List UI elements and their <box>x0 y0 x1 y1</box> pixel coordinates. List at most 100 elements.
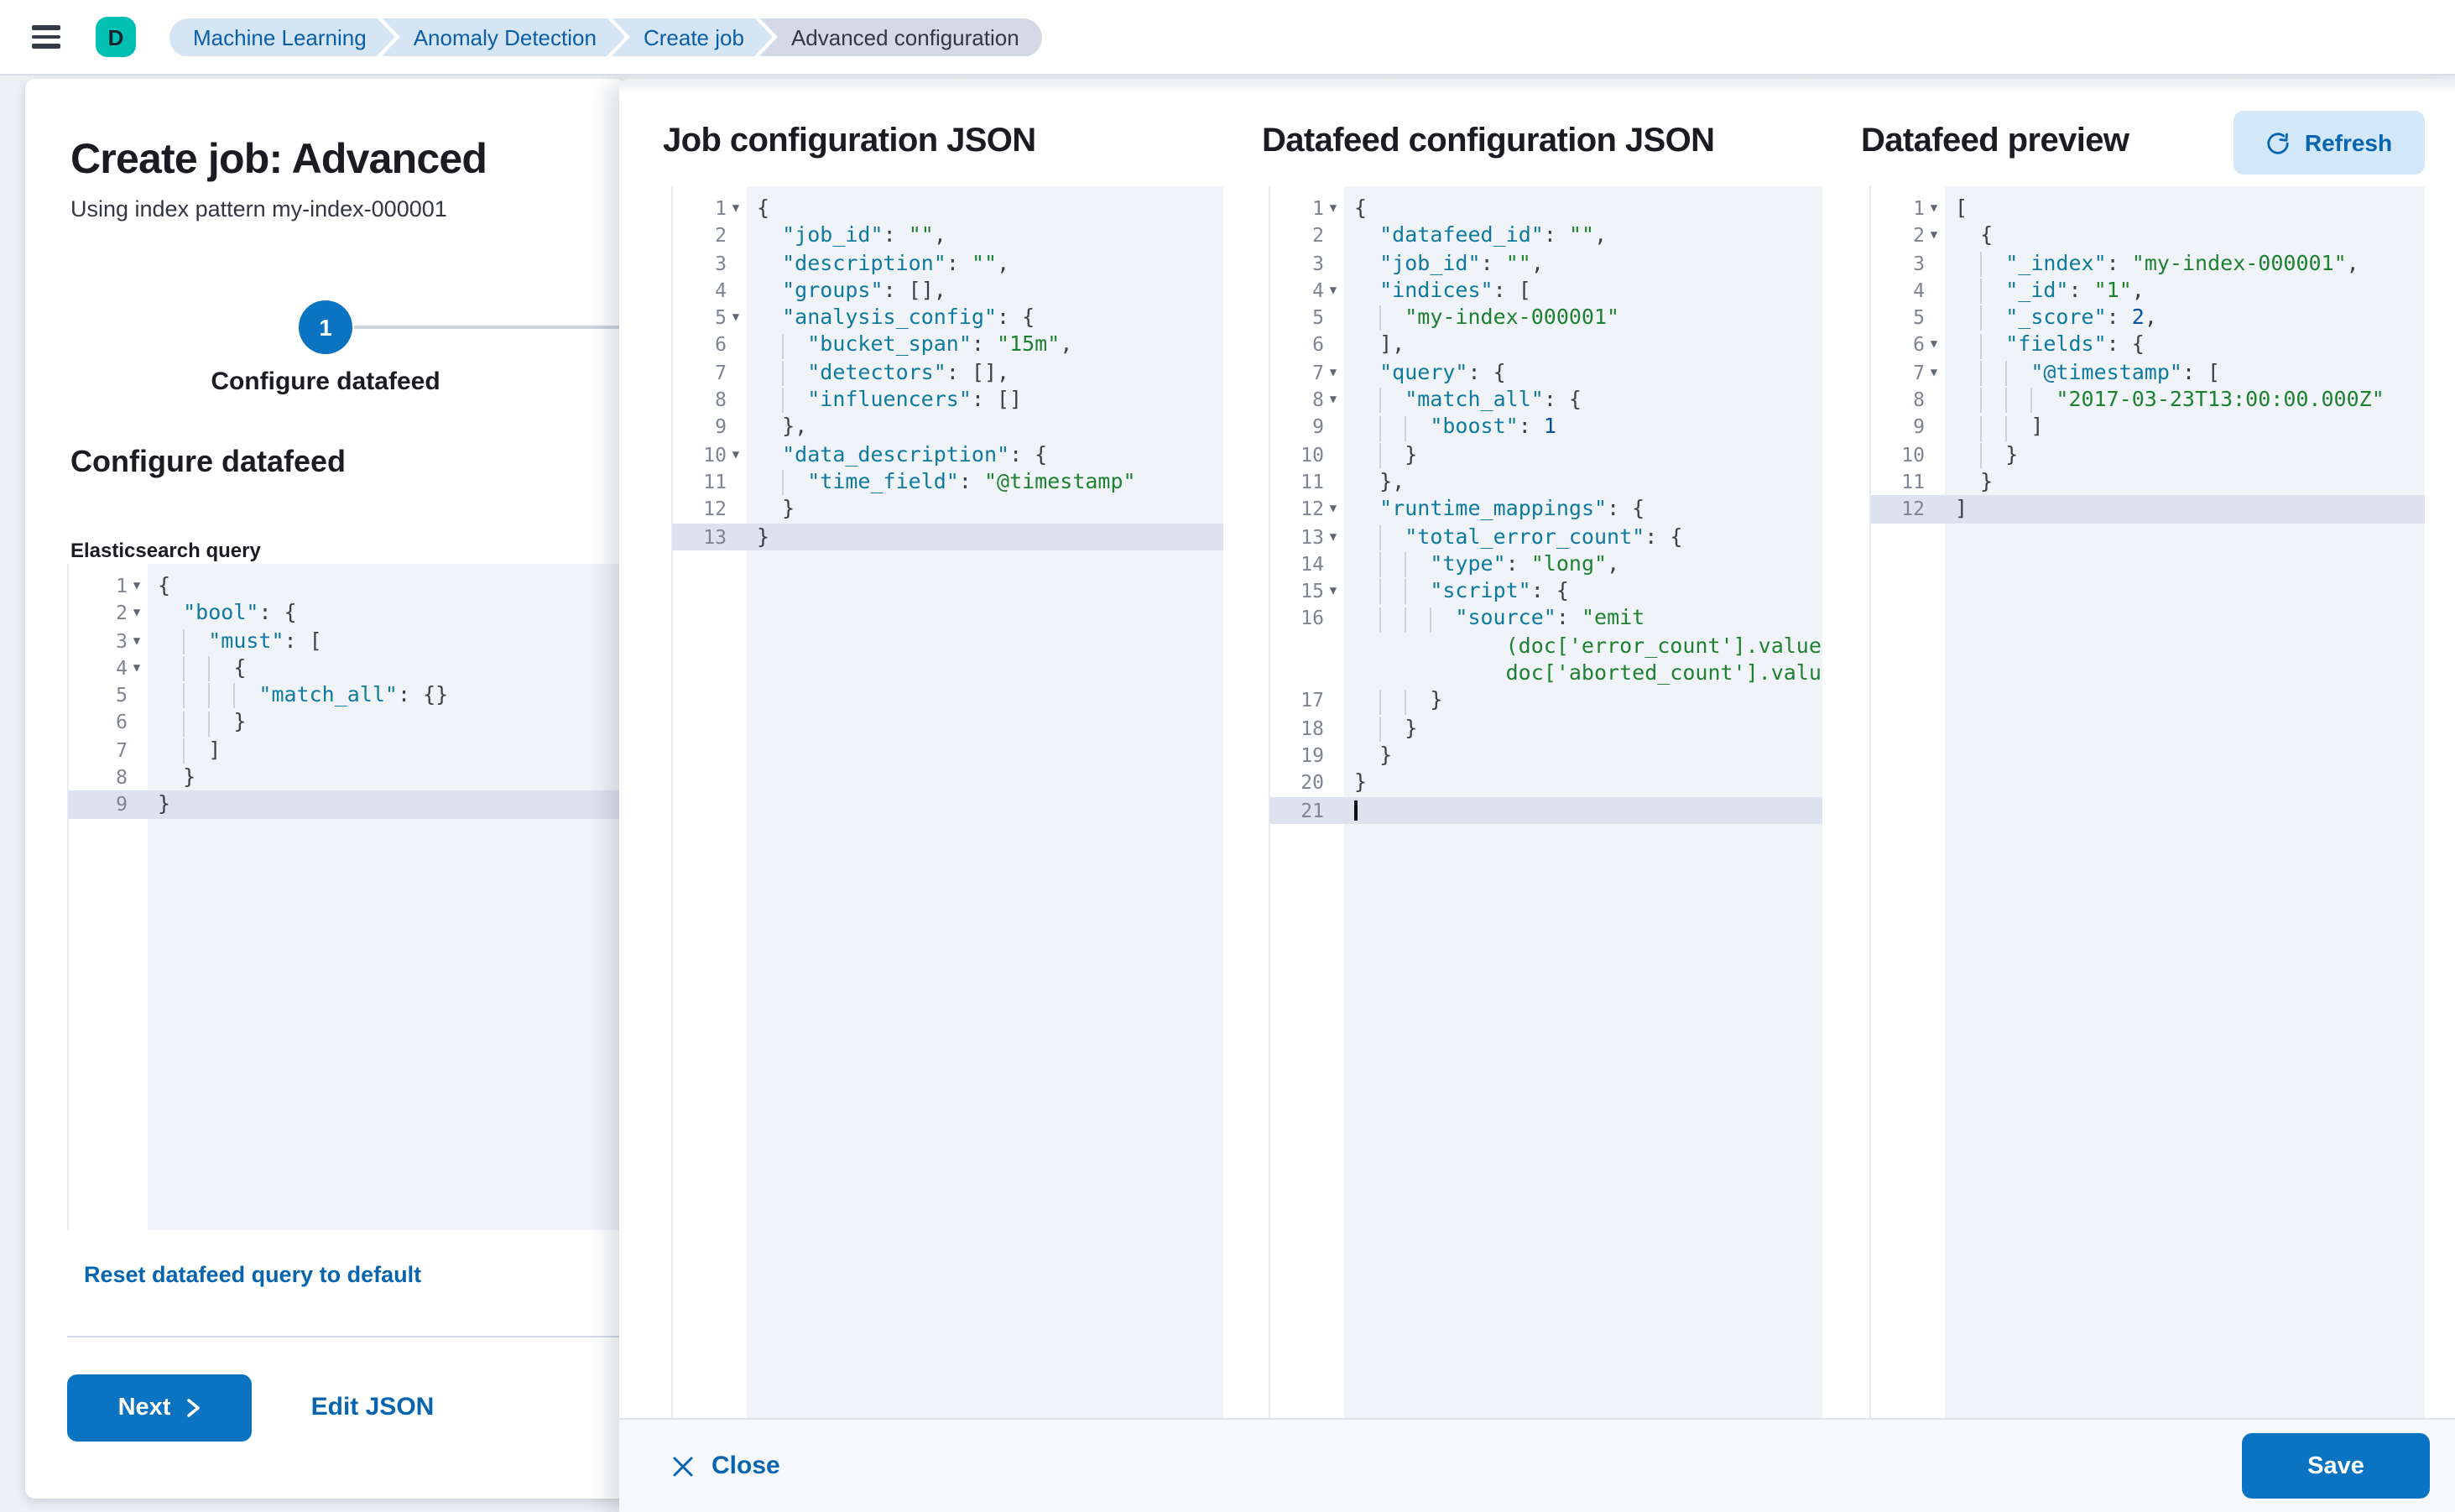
refresh-button[interactable]: Refresh <box>2233 111 2425 175</box>
code-line: 10 } <box>1871 441 2425 468</box>
code-line: 6 "bucket_span": "15m", <box>673 331 1223 359</box>
step-1-indicator[interactable]: 1 <box>299 300 352 354</box>
close-button-label: Close <box>711 1452 780 1480</box>
code-line: 5▼ "analysis_config": { <box>673 304 1223 331</box>
edit-json-link[interactable]: Edit JSON <box>310 1393 435 1421</box>
fold-arrow-icon[interactable]: ▼ <box>1329 201 1337 215</box>
code-line: 4 "groups": [], <box>673 276 1223 305</box>
code-line: 7▼ "query": { <box>1270 358 1822 387</box>
main-area: Create job: Advanced Using index pattern… <box>0 76 2455 1512</box>
next-button[interactable]: Next <box>67 1374 252 1442</box>
fold-arrow-icon[interactable]: ▼ <box>1930 365 1938 379</box>
code-line: 4▼ { <box>69 654 626 682</box>
fold-arrow-icon[interactable]: ▼ <box>1930 201 1938 215</box>
fold-arrow-icon[interactable]: ▼ <box>133 633 141 648</box>
fold-arrow-icon[interactable]: ▼ <box>732 447 740 461</box>
fold-arrow-icon[interactable]: ▼ <box>1329 502 1337 516</box>
code-line: (doc['error_count'].value + <box>1270 632 1822 660</box>
code-line: 5 "match_all": {} <box>69 681 626 709</box>
code-line: 6 ], <box>1270 331 1822 359</box>
datafeed-preview-title: Datafeed preview <box>1861 123 2129 159</box>
code-line: 12 } <box>673 495 1223 524</box>
menu-icon[interactable] <box>22 15 72 59</box>
deployment-avatar[interactable]: D <box>96 17 136 57</box>
fold-arrow-icon[interactable]: ▼ <box>1930 228 1938 242</box>
wizard-divider <box>67 1336 626 1337</box>
code-line: 2 "datafeed_id": "", <box>1270 222 1822 250</box>
code-line: 4▼ "indices": [ <box>1270 276 1822 305</box>
code-line: 8 "influencers": [] <box>673 386 1223 414</box>
fold-arrow-icon[interactable]: ▼ <box>1329 393 1337 407</box>
code-line: 13▼ "total_error_count": { <box>1270 523 1822 550</box>
fold-arrow-icon[interactable]: ▼ <box>1329 365 1337 379</box>
code-line: 11 "time_field": "@timestamp" <box>673 467 1223 496</box>
code-line: 1▼{ <box>673 195 1223 222</box>
code-line: 14 "type": "long", <box>1270 550 1822 578</box>
job-config-json-title: Job configuration JSON <box>663 123 1036 159</box>
code-line: 2▼ { <box>1871 222 2425 250</box>
code-line: 7 ] <box>69 736 626 764</box>
code-line: 9 "boost": 1 <box>1270 413 1822 441</box>
breadcrumb-item-create-job[interactable]: Create job <box>612 18 773 56</box>
code-line: 1▼{ <box>69 572 626 600</box>
job-config-json-editor[interactable]: 1▼{2 "job_id": "",3 "description": "",4 … <box>671 186 1223 1418</box>
code-line: 12] <box>1871 495 2425 524</box>
fold-arrow-icon[interactable]: ▼ <box>133 579 141 592</box>
es-query-editor[interactable]: 1▼{2▼ "bool": {3▼ "must": [4▼ {5 "match_… <box>67 564 626 1230</box>
edit-json-flyout: Job configuration JSON Datafeed configur… <box>619 79 2455 1512</box>
code-line: 8 } <box>69 764 626 791</box>
code-line: 16 "source": "emit <box>1270 604 1822 633</box>
reset-datafeed-query-link[interactable]: Reset datafeed query to default <box>84 1262 422 1287</box>
code-line: 7 "detectors": [], <box>673 358 1223 387</box>
datafeed-preview-editor[interactable]: 1▼[2▼ {3 "_index": "my-index-000001",4 "… <box>1869 186 2425 1418</box>
fold-arrow-icon[interactable]: ▼ <box>732 310 740 325</box>
code-line: 9 ] <box>1871 413 2425 441</box>
datafeed-config-json-title: Datafeed configuration JSON <box>1262 123 1715 159</box>
code-line: 13} <box>673 523 1223 550</box>
code-line: 10 } <box>1270 441 1822 468</box>
code-line: 8▼ "match_all": { <box>1270 386 1822 414</box>
code-line: 4 "_id": "1", <box>1871 276 2425 305</box>
fold-arrow-icon[interactable]: ▼ <box>1329 584 1337 598</box>
fold-arrow-icon[interactable]: ▼ <box>1930 337 1938 352</box>
refresh-button-label: Refresh <box>2304 129 2393 156</box>
fold-arrow-icon[interactable]: ▼ <box>133 606 141 620</box>
page-title: Create job: Advanced <box>70 136 487 183</box>
fold-arrow-icon[interactable]: ▼ <box>1329 529 1337 544</box>
save-button[interactable]: Save <box>2242 1433 2430 1499</box>
code-line: 12▼ "runtime_mappings": { <box>1270 495 1822 524</box>
code-line: 20} <box>1270 769 1822 797</box>
code-line: 19 } <box>1270 741 1822 769</box>
code-line: 2▼ "bool": { <box>69 599 626 628</box>
fold-arrow-icon[interactable]: ▼ <box>732 201 740 215</box>
page-subtitle: Using index pattern my-index-000001 <box>70 196 447 222</box>
code-line: 5 "my-index-000001" <box>1270 304 1822 331</box>
code-line: 6▼ "fields": { <box>1871 331 2425 359</box>
fold-arrow-icon[interactable]: ▼ <box>1329 283 1337 297</box>
flyout-footer: Close Save <box>619 1418 2455 1512</box>
code-line: 11 } <box>1871 467 2425 496</box>
code-line: 1▼[ <box>1871 195 2425 222</box>
step-1-label: Configure datafeed <box>211 368 440 396</box>
code-line: 2 "job_id": "", <box>673 222 1223 250</box>
code-line: 5 "_score": 2, <box>1871 304 2425 331</box>
datafeed-config-json-editor[interactable]: 1▼{2 "datafeed_id": "",3 "job_id": "",4▼… <box>1269 186 1822 1418</box>
code-line: 18 } <box>1270 714 1822 742</box>
step-progress-line <box>354 326 626 329</box>
next-button-label: Next <box>117 1395 171 1421</box>
close-button[interactable]: Close <box>671 1452 780 1480</box>
code-line: 8 "2017-03-23T13:00:00.000Z" <box>1871 386 2425 414</box>
code-line: 3 "job_id": "", <box>1270 249 1822 277</box>
code-line: 3 "_index": "my-index-000001", <box>1871 249 2425 277</box>
create-job-wizard-panel: Create job: Advanced Using index pattern… <box>25 79 626 1499</box>
code-line: 9 }, <box>673 413 1223 441</box>
code-line: 11 }, <box>1270 467 1822 496</box>
chevron-right-icon <box>186 1399 200 1417</box>
breadcrumb-item-machine-learning[interactable]: Machine Learning <box>169 18 395 56</box>
breadcrumb-item-advanced-configuration: Advanced configuration <box>758 18 1043 56</box>
section-heading-configure-datafeed: Configure datafeed <box>70 445 347 478</box>
code-line: 17 } <box>1270 686 1822 715</box>
fold-arrow-icon[interactable]: ▼ <box>133 660 141 675</box>
breadcrumb-item-anomaly-detection[interactable]: Anomaly Detection <box>382 18 625 56</box>
